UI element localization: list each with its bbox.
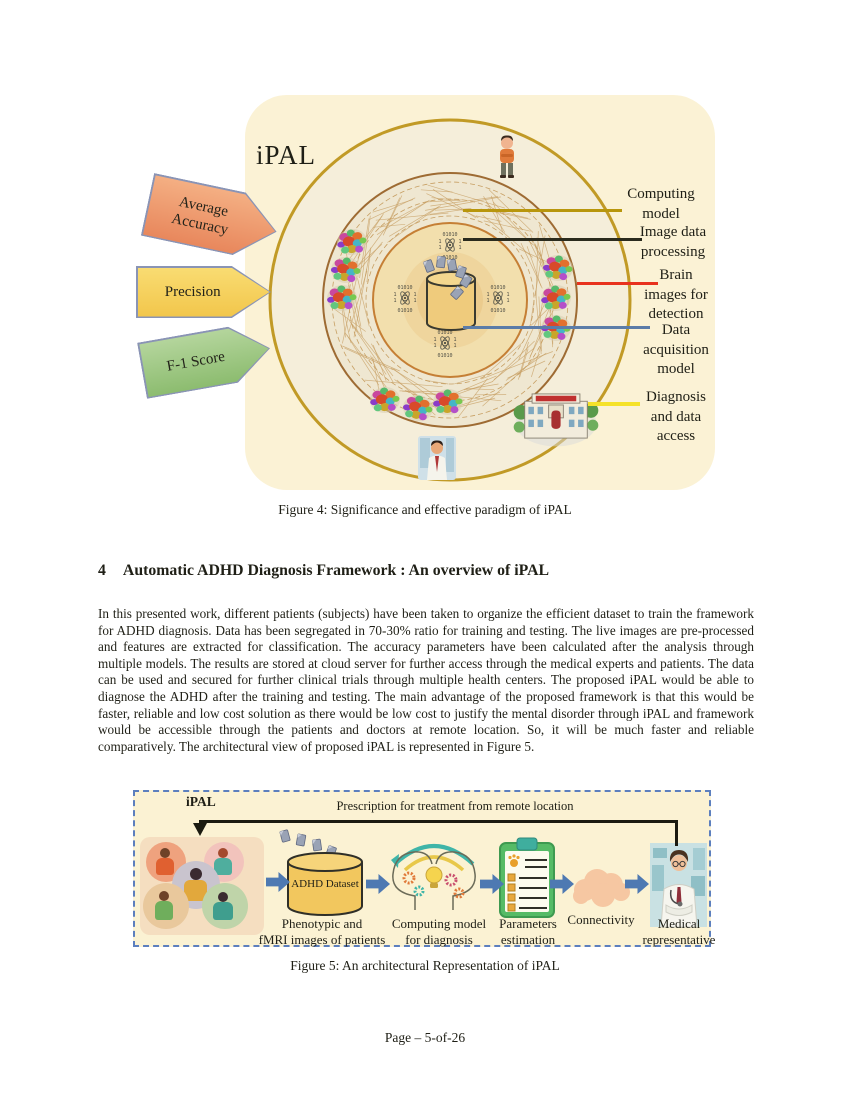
hospital-icon [513, 393, 599, 447]
section-number: 4 [98, 562, 106, 579]
label-computing-model: Computing model [627, 186, 695, 222]
figure4-caption: Figure 4: Significance and effective par… [278, 502, 572, 517]
step-caption-medical-rep: Medical representative [642, 916, 716, 947]
patient-avatar [202, 883, 248, 929]
connector-computing-model [463, 209, 622, 212]
step-caption-parameters: Parameters estimation [499, 916, 557, 947]
label-brain-images-detection: Brain images for detection [644, 267, 708, 322]
label-image-data-processing: Image data processing [639, 224, 707, 260]
connector-brain-images [577, 282, 658, 285]
label-data-acquisition-model: Data acquisition model [643, 322, 709, 377]
adhd-dataset-cylinder [287, 852, 363, 916]
connectivity-cloud-icon [573, 869, 630, 907]
patients-collage [140, 837, 264, 935]
figure5-caption: Figure 5: An architectural Representatio… [290, 958, 560, 973]
badge-label: Precision [164, 284, 221, 300]
connector-image-data-processing [463, 238, 642, 241]
step-caption-connectivity: Connectivity [567, 912, 635, 927]
patient-avatar [143, 883, 189, 929]
body-paragraph: In this presented work, different patien… [98, 606, 754, 754]
step-caption-phenotypic: Phenotypic and fMRI images of patients [258, 916, 386, 947]
section-title: Automatic ADHD Diagnosis Framework : An … [122, 562, 550, 579]
figure5-ipal-label: iPAL [186, 794, 216, 809]
prescription-arrowhead-icon [193, 823, 207, 836]
figure4-title: iPAL [256, 140, 317, 170]
prescription-line-vertical [675, 820, 678, 846]
prescription-line-horizontal [199, 820, 678, 823]
connector-data-acquisition [463, 326, 650, 329]
badge-precision: Precision [136, 266, 271, 318]
label-diagnosis-data-access: Diagnosis and data access [646, 389, 706, 444]
parameters-clipboard-icon [499, 837, 555, 918]
computing-model-icon [391, 844, 476, 910]
adhd-dataset-label: ADHD Dataset [291, 878, 359, 890]
page-footer: Page – 5-of-26 [384, 1030, 466, 1045]
step-caption-computing-model: Computing model for diagnosis [391, 916, 487, 947]
section-heading: 4 Automatic ADHD Diagnosis Framework : A… [98, 562, 758, 580]
connector-diagnosis-access [588, 402, 640, 406]
prescription-note: Prescription for treatment from remote l… [336, 799, 574, 813]
medical-representative-icon [650, 843, 707, 928]
doctor-icon [418, 436, 456, 480]
figure5-diagram [279, 829, 707, 928]
